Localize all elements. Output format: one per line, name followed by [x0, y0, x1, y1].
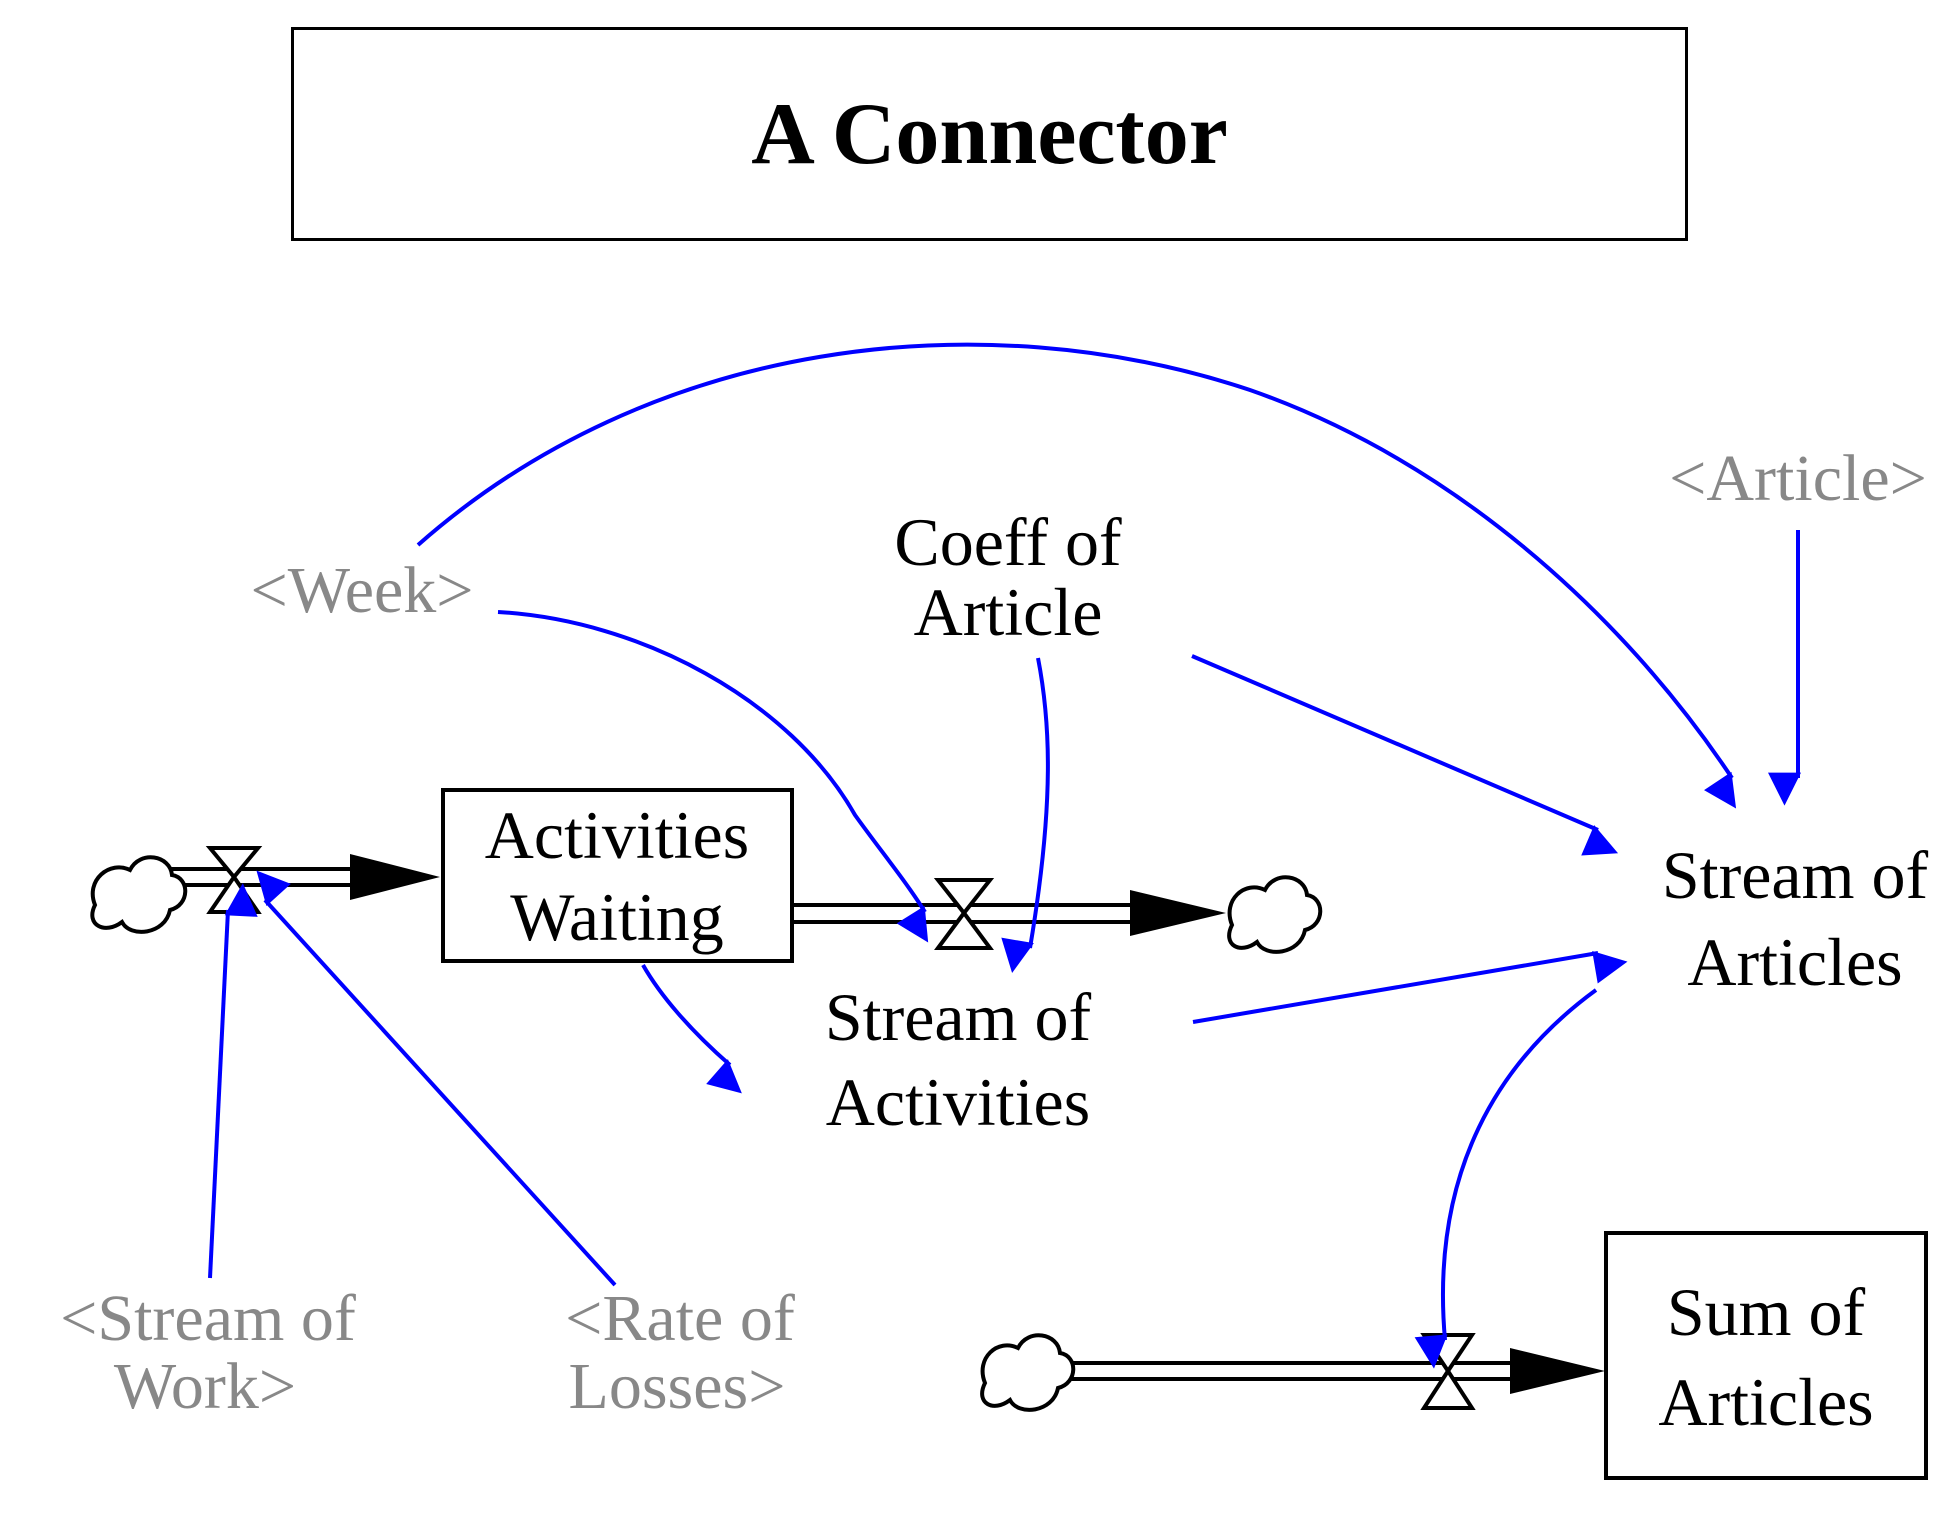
- stock-label: Sum of: [1667, 1274, 1866, 1350]
- connector-coeff-to-stream-of-activities[interactable]: [1001, 657, 1050, 973]
- connector-stream-of-work-to-inflow[interactable]: [208, 883, 258, 1279]
- connector-activities-waiting-to-stream-of-activities[interactable]: [641, 964, 742, 1094]
- valve-icon: [205, 846, 263, 914]
- variable-stream-of-articles[interactable]: Stream of Articles: [1662, 837, 1929, 1000]
- variable-coeff-of-article[interactable]: Coeff of Article: [894, 504, 1122, 650]
- shadow-variable-label: Work>: [114, 1350, 296, 1423]
- shadow-variable-label: <Stream of: [60, 1282, 356, 1355]
- shadow-variable-week[interactable]: <Week>: [250, 554, 473, 627]
- connector-stream-of-activities-to-stream-of-articles[interactable]: [1192, 950, 1628, 1024]
- shadow-variable-stream-of-work[interactable]: <Stream of Work>: [60, 1282, 356, 1423]
- variable-label: Articles: [1687, 924, 1902, 1000]
- flow-arrowhead: [1510, 1348, 1605, 1394]
- flow-arrowhead: [1130, 890, 1226, 936]
- cloud-icon: [980, 1333, 1076, 1412]
- valve-icon: [933, 878, 995, 950]
- stock-activities-waiting[interactable]: Activities Waiting: [441, 788, 794, 963]
- inflow-pipe-sum-of-articles: [1068, 1361, 1530, 1381]
- variable-label: Coeff of: [894, 504, 1122, 580]
- connector-stream-of-articles-to-sum-of-articles-valve[interactable]: [1414, 988, 1598, 1369]
- flow-arrowhead: [350, 854, 440, 900]
- connector-coeff-to-stream-of-articles[interactable]: [1191, 654, 1619, 856]
- shadow-variable-article[interactable]: <Article>: [1669, 442, 1927, 515]
- connector-week-to-stream-of-articles[interactable]: [416, 342, 1737, 809]
- stock-label: Articles: [1658, 1364, 1873, 1440]
- stock-sum-of-articles[interactable]: Sum of Articles: [1604, 1231, 1928, 1480]
- connector-rate-of-losses-to-inflow[interactable]: [256, 870, 617, 1287]
- valve-icon: [1420, 1333, 1476, 1410]
- stock-label: Activities: [485, 797, 749, 873]
- shadow-variable-label: Losses>: [569, 1350, 786, 1423]
- variable-label: Stream of: [1662, 837, 1929, 913]
- shadow-variable-rate-of-losses[interactable]: <Rate of Losses>: [565, 1282, 795, 1423]
- shadow-variable-label: <Rate of: [565, 1282, 795, 1355]
- outflow-pipe-stream-of-activities: [793, 903, 1180, 924]
- variable-label: Stream of: [825, 979, 1092, 1055]
- variable-label: Article: [914, 574, 1103, 650]
- variable-label: Activities: [826, 1064, 1090, 1140]
- connector-week-to-stream-of-activities[interactable]: [497, 610, 929, 943]
- variable-stream-of-activities[interactable]: Stream of Activities: [825, 979, 1092, 1140]
- stock-label: Waiting: [510, 879, 724, 955]
- cloud-icon: [90, 855, 188, 934]
- diagram-title: A Connector: [751, 85, 1228, 183]
- cloud-icon: [1227, 875, 1323, 954]
- diagram-title-box: A Connector: [291, 27, 1688, 241]
